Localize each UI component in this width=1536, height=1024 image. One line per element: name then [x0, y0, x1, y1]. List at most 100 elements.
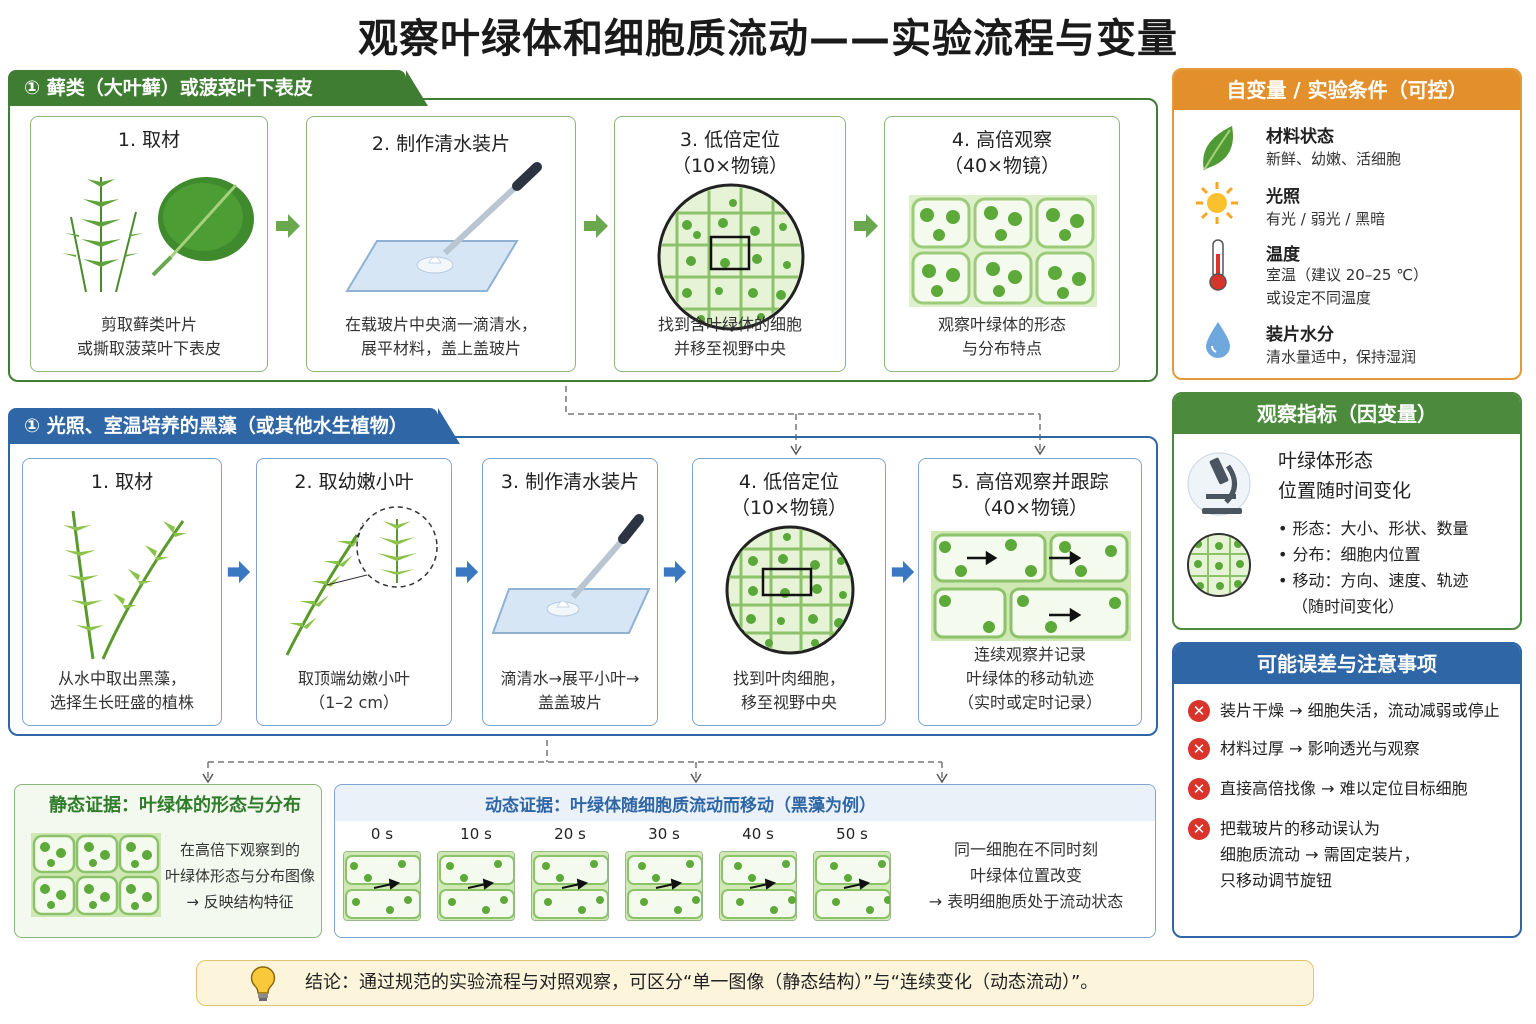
s2-step1-card: 1. 取材 从水中取出黑藻， 选择生长旺盛的植株 — [22, 458, 222, 726]
static-evidence-desc-line2: 叶绿体形态与分布图像 — [165, 867, 316, 885]
s1-step2-desc-line1: 在载玻片中央滴一滴清水， — [344, 315, 537, 334]
dependent-main-line1: 叶绿体形态 — [1278, 450, 1374, 472]
s1-step3-card: 3. 低倍定位 （10×物镜） 找到含叶绿体的细胞 并移至视野中央 — [614, 116, 846, 372]
conclusion-text: 结论：通过规范的实验流程与对照观察，可区分“单一图像（静态结构）”与“连续变化（… — [305, 972, 1099, 993]
time-label: 10 s — [460, 825, 492, 843]
static-evidence-desc-line3: → 反映结构特征 — [186, 893, 294, 911]
s1-step3-title-line2: （10×物镜） — [671, 155, 789, 177]
section2-frame — [8, 436, 1158, 736]
error-item-1-text: 装片干燥 → 细胞失活，流动减弱或停止 — [1220, 701, 1500, 720]
error-item-2-text: 材料过厚 → 影响透光与观察 — [1220, 739, 1420, 758]
s2-arrow-2-icon — [455, 560, 479, 584]
dynamic-evidence-desc: 同一细胞在不同时刻 叶绿体位置改变 → 表明细胞质处于流动状态 — [901, 837, 1151, 915]
section1-label: ① 藓类（大叶藓）或菠菜叶下表皮 — [8, 70, 428, 106]
dependent-main: 叶绿体形态 位置随时间变化 — [1278, 446, 1411, 506]
time-label: 30 s — [648, 825, 680, 843]
s2-step4-card: 4. 低倍定位 （10×物镜） 找到叶肉细胞， 移至视野中央 — [692, 458, 886, 726]
dependent-main-line2: 位置随时间变化 — [1278, 480, 1412, 502]
time-frame-thumbnail — [719, 851, 797, 921]
var-material-name: 材料状态 — [1266, 127, 1334, 147]
var-water-name: 装片水分 — [1266, 325, 1334, 345]
leaf-icon — [1203, 126, 1233, 171]
section2-label: ① 光照、室温培养的黑藻（或其他水生植物） — [8, 408, 460, 444]
var-light-desc: 有光 / 弱光 / 黑暗 — [1266, 210, 1386, 228]
var-temp-desc: 室温（建议 20–25 ℃） 或设定不同温度 — [1266, 264, 1428, 310]
dynamic-evidence-desc-line3: → 表明细胞质处于流动状态 — [928, 892, 1124, 911]
s2-step3-desc-line2: 盖盖玻片 — [537, 693, 602, 712]
s1-arrow-2-icon — [584, 214, 608, 238]
var-temp-desc-line1: 室温（建议 20–25 ℃） — [1266, 266, 1429, 284]
static-cells-icon — [31, 833, 161, 917]
time-label: 20 s — [554, 825, 586, 843]
dependent-vars-head: 观察指标（因变量） — [1174, 394, 1520, 434]
s2-step2-title: 2. 取幼嫩小叶 — [294, 471, 414, 493]
dynamic-evidence-head: 动态证据：叶绿体随细胞质流动而移动（黑藻为例） — [485, 796, 876, 816]
black-algae-icon — [63, 510, 187, 660]
cell-view-icon — [1187, 533, 1251, 597]
s1-step3-desc-line1: 找到含叶绿体的细胞 — [657, 315, 802, 334]
var-temp-desc-line2: 或设定不同温度 — [1266, 289, 1372, 307]
s2-step4-desc-line1: 找到叶肉细胞， — [732, 669, 845, 688]
errors-head: 可能误差与注意事项 — [1174, 644, 1520, 684]
moving-chloroplast-icon — [814, 852, 890, 920]
s2-step5-title-line2: （40×物镜） — [971, 497, 1089, 519]
time-frame-thumbnail — [531, 851, 609, 921]
s2-arrow-3-icon — [663, 560, 687, 584]
error-item-4-line2: 细胞质流动 → 需固定装片， — [1220, 845, 1420, 864]
dependent-vars-panel: 观察指标（因变量） 叶绿体形态 位置随时间变化 • 形态：大小、形状、数量 • … — [1172, 392, 1522, 630]
s2-step5-desc-line2: 叶绿体的移动轨迹 — [965, 669, 1094, 688]
page-title: 观察叶绿体和细胞质流动——实验流程与变量 — [358, 16, 1178, 62]
error-item-4-line3: 只移动调节旋钮 — [1220, 871, 1333, 890]
error-item-3-text: 直接高倍找像 → 难以定位目标细胞 — [1220, 779, 1468, 798]
time-label: 0 s — [370, 825, 394, 843]
s1-to-s2-connector — [565, 386, 1046, 456]
error-x-icon: ✕ — [1188, 738, 1210, 760]
dynamic-evidence-desc-line2: 叶绿体位置改变 — [969, 866, 1082, 885]
moving-chloroplast-icon — [438, 852, 514, 920]
s2-step5-title: 5. 高倍观察并跟踪 （40×物镜） — [919, 469, 1141, 521]
s2-to-evidence-connector — [202, 740, 948, 784]
error-item-4-text: 把载玻片的移动误认为 细胞质流动 → 需固定装片， 只移动调节旋钮 — [1220, 816, 1420, 894]
s2-step2-desc-line2: （1–2 cm） — [309, 693, 399, 712]
s1-step2-title: 2. 制作清水装片 — [371, 133, 511, 155]
s2-step4-desc: 找到叶肉细胞， 移至视野中央 — [693, 667, 885, 715]
s1-step3-desc: 找到含叶绿体的细胞 并移至视野中央 — [615, 313, 845, 361]
section2-label-text: ① 光照、室温培养的黑藻（或其他水生植物） — [24, 415, 408, 437]
s1-step3-title: 3. 低倍定位 （10×物镜） — [615, 127, 845, 179]
s2-step1-title: 1. 取材 — [90, 471, 154, 493]
s1-arrow-3-icon — [854, 214, 878, 238]
thermometer-icon — [1209, 239, 1227, 291]
s1-step4-title-line1: 4. 高倍观察 — [951, 129, 1053, 151]
s2-step5-desc-line3: （实时或定时记录） — [957, 693, 1102, 712]
static-evidence-card: 静态证据：叶绿体的形态与分布 在高倍下观察到的 叶绿体形态与分布图像 → 反映结… — [14, 784, 322, 938]
microscope-icon — [1187, 452, 1251, 516]
slide-dropper-icon — [491, 514, 651, 634]
sun-icon — [1196, 182, 1238, 224]
moving-chloroplast-icon — [626, 852, 702, 920]
s1-step1-desc-line2: 或撕取菠菜叶下表皮 — [76, 339, 221, 358]
s2-step2-desc: 取顶端幼嫩小叶 （1–2 cm） — [257, 667, 451, 715]
s1-step3-title-line1: 3. 低倍定位 — [679, 129, 781, 151]
s2-arrow-1-icon — [227, 560, 251, 584]
var-water-desc: 清水量适中，保持湿润 — [1266, 348, 1417, 366]
s2-step4-title-line2: （10×物镜） — [730, 497, 848, 519]
moss-and-spinach-icon — [62, 177, 254, 293]
moving-chloroplast-icon — [532, 852, 608, 920]
low-power-view-icon — [725, 525, 855, 655]
s1-step2-desc: 在载玻片中央滴一滴清水， 展平材料，盖上盖玻片 — [307, 313, 575, 361]
time-frame-thumbnail — [343, 851, 421, 921]
static-evidence-head: 静态证据：叶绿体的形态与分布 — [49, 795, 301, 816]
dependent-bullet-4: （随时间变化） — [1292, 597, 1405, 616]
s2-step5-desc-line1: 连续观察并记录 — [973, 645, 1086, 664]
s1-step4-desc-line2: 与分布特点 — [961, 339, 1042, 358]
water-drop-icon — [1206, 322, 1230, 358]
s2-step1-desc-line2: 选择生长旺盛的植株 — [49, 693, 194, 712]
young-leaf-zoom-icon — [285, 506, 438, 656]
s1-step4-title: 4. 高倍观察 （40×物镜） — [885, 127, 1119, 179]
s2-step3-card: 3. 制作清水装片 滴清水→展平小叶→ 盖盖玻片 — [482, 458, 658, 726]
s1-step3-desc-line2: 并移至视野中央 — [673, 339, 786, 358]
tracking-cells-icon — [931, 531, 1131, 641]
lightbulb-icon — [250, 966, 276, 1001]
s2-step5-card: 5. 高倍观察并跟踪 （40×物镜） 连续观察并记录 叶绿体的移动轨迹 （实时或… — [918, 458, 1142, 726]
time-frame-thumbnail — [437, 851, 515, 921]
